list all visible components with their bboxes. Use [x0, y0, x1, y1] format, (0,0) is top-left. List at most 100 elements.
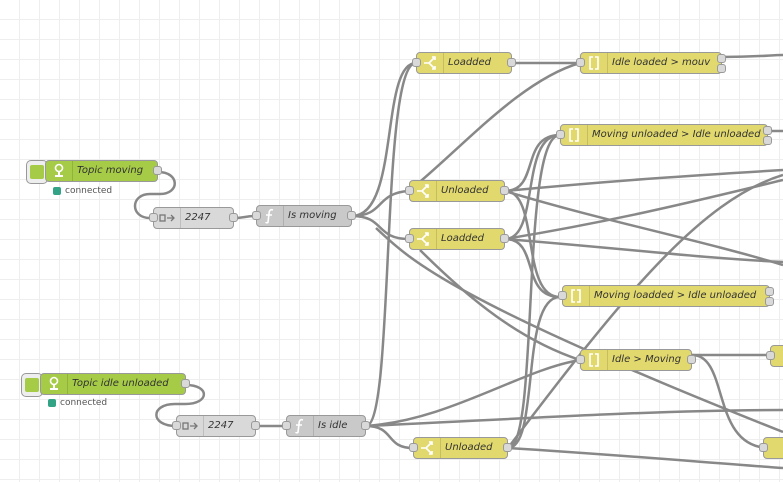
- output-port[interactable]: [765, 297, 774, 306]
- filter-arrow-icon: [177, 416, 204, 436]
- switch-node-unloaded-mid[interactable]: Unloaded: [405, 180, 509, 202]
- wire: [408, 61, 581, 192]
- input-port[interactable]: [759, 443, 768, 452]
- template-node-moving-loadded-idle-unloaded[interactable]: Moving loadded > Idle unloaded: [558, 285, 774, 307]
- input-port[interactable]: [576, 58, 585, 67]
- input-port[interactable]: [405, 234, 414, 243]
- output-port[interactable]: [229, 213, 238, 222]
- output-port[interactable]: [181, 379, 190, 388]
- input-port[interactable]: [252, 211, 261, 220]
- wire: [504, 133, 561, 193]
- template-node-idle-loaded-mouv[interactable]: Idle loaded > mouv: [576, 52, 726, 74]
- node-label: Loadded: [441, 233, 485, 244]
- wire: [721, 53, 783, 59]
- wire: [504, 189, 783, 267]
- output-port[interactable]: [763, 126, 772, 135]
- node-label: Unloaded: [441, 185, 489, 196]
- input-port[interactable]: [556, 130, 565, 139]
- status-dot-icon: [53, 187, 61, 195]
- wire: [691, 353, 771, 450]
- template-bracket-icon: [561, 125, 588, 145]
- node-label: Moving unloaded > Idle unloaded: [592, 129, 761, 140]
- function-node-is-idle[interactable]: Is idle: [282, 415, 370, 437]
- switch-node-loadded-top[interactable]: Loadded: [412, 52, 516, 74]
- wire: [504, 168, 783, 193]
- bridge-icon: [46, 161, 73, 181]
- output-port[interactable]: [507, 58, 516, 67]
- template-node-idle-moving[interactable]: Idle > Moving: [576, 349, 696, 371]
- wire: [504, 133, 561, 241]
- function-icon: [257, 206, 284, 226]
- template-bracket-icon: [581, 53, 608, 73]
- wire: [507, 446, 783, 470]
- output-port[interactable]: [765, 287, 774, 296]
- node-label: Topic moving: [77, 165, 144, 176]
- status-text: connected: [60, 398, 108, 408]
- output-port[interactable]: [500, 234, 509, 243]
- node-label: 2247: [185, 212, 211, 223]
- node-label: Idle loaded > mouv: [612, 57, 711, 68]
- output-port[interactable]: [361, 421, 370, 430]
- wire: [365, 424, 414, 450]
- template-node-partial[interactable]: [766, 345, 783, 367]
- template-node-moving-unloaded-idle-unloaded[interactable]: Moving unloaded > Idle unloaded: [556, 124, 772, 146]
- bridge-icon: [41, 374, 68, 394]
- template-bracket-icon: [581, 350, 608, 370]
- wire: [351, 189, 410, 218]
- wire: [504, 237, 561, 299]
- input-port[interactable]: [409, 443, 418, 452]
- rbe-node-2247[interactable]: 2247: [172, 415, 260, 437]
- mqtt-in-node-topic-moving[interactable]: Topic moving: [45, 160, 162, 182]
- node-label: Loadded: [448, 57, 492, 68]
- filter-arrow-icon: [154, 208, 181, 228]
- wire: [375, 227, 783, 434]
- output-port[interactable]: [717, 64, 726, 73]
- input-port[interactable]: [576, 355, 585, 364]
- switch-fork-icon: [417, 53, 444, 73]
- output-port[interactable]: [347, 211, 356, 220]
- input-port[interactable]: [172, 421, 181, 430]
- wire: [507, 173, 783, 449]
- wire: [507, 133, 561, 450]
- node-label: Moving loadded > Idle unloaded: [594, 290, 757, 301]
- output-port[interactable]: [717, 54, 726, 63]
- template-node-partial[interactable]: [759, 437, 783, 459]
- node-label: Is moving: [288, 210, 337, 221]
- switch-node-loadded-mid[interactable]: Loadded: [405, 228, 509, 250]
- input-port[interactable]: [149, 213, 158, 222]
- input-port[interactable]: [766, 351, 775, 360]
- input-port[interactable]: [412, 58, 421, 67]
- wire: [504, 237, 783, 264]
- wire: [504, 178, 783, 241]
- status-text: connected: [65, 186, 113, 196]
- status-indicator: connected: [48, 398, 128, 408]
- wire: [365, 358, 581, 428]
- function-icon: [287, 416, 314, 436]
- wire: [365, 408, 783, 428]
- wire: [351, 214, 410, 241]
- node-label: Topic idle unloaded: [72, 378, 169, 389]
- input-port[interactable]: [558, 291, 567, 300]
- output-port[interactable]: [763, 136, 772, 145]
- input-port[interactable]: [405, 186, 414, 195]
- switch-node-unloaded-bottom[interactable]: Unloaded: [409, 437, 512, 459]
- function-node-is-moving[interactable]: Is moving: [252, 205, 356, 227]
- output-port[interactable]: [251, 421, 260, 430]
- output-port[interactable]: [153, 166, 162, 175]
- output-port[interactable]: [500, 186, 509, 195]
- wire: [504, 189, 561, 299]
- output-port[interactable]: [503, 443, 512, 452]
- node-label: Unloaded: [445, 442, 493, 453]
- switch-fork-icon: [414, 438, 441, 458]
- rbe-node-2247[interactable]: 2247: [149, 207, 238, 229]
- input-port[interactable]: [282, 421, 291, 430]
- template-bracket-icon: [563, 286, 590, 306]
- mqtt-in-node-topic-idle-unloaded[interactable]: Topic idle unloaded: [40, 373, 190, 395]
- wire: [419, 249, 581, 362]
- switch-fork-icon: [410, 229, 437, 249]
- output-port[interactable]: [687, 355, 696, 364]
- node-label: Idle > Moving: [612, 354, 682, 365]
- status-indicator: connected: [53, 186, 133, 196]
- inject-button[interactable]: [21, 373, 43, 397]
- node-label: Is idle: [318, 420, 348, 431]
